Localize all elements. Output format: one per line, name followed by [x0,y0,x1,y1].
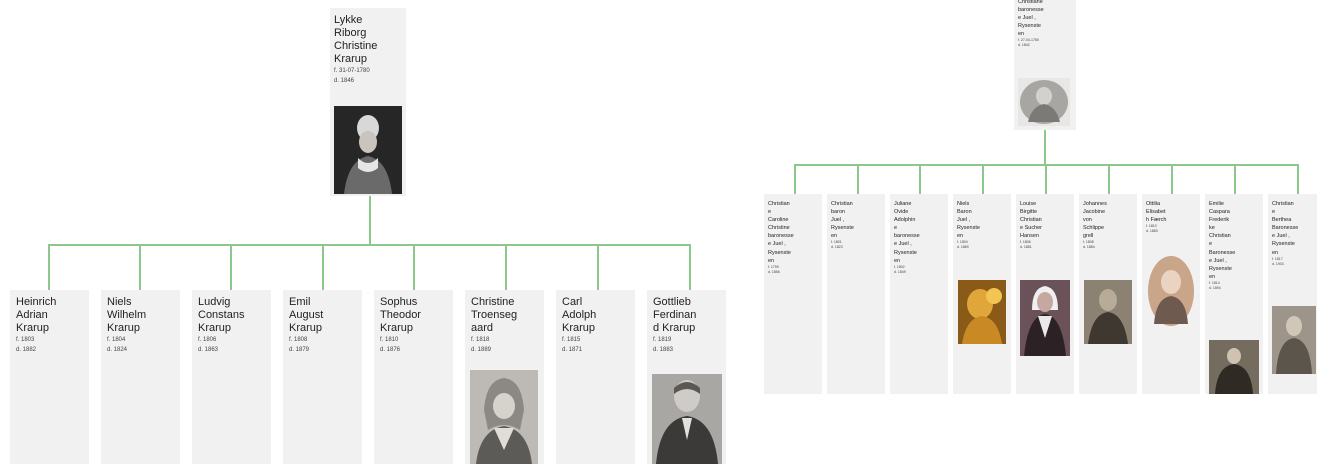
person-card-root[interactable]: Lykke Riborg Christine Krarup f. 31-07-1… [330,8,406,196]
person-dates: f. 1801 d. 1823 [831,240,843,250]
person-card[interactable]: Niels Wilhelm Krarup f. 1804 d. 1824 [101,290,180,464]
person-name: Carl Adolph Krarup [562,296,597,334]
person-name: Juliane Ovide Adolphin e baronesse e Jue… [894,201,920,264]
person-dates: f. 1815 d. 1871 [562,337,583,353]
connector-line [230,244,232,290]
portrait-image [334,106,402,194]
person-name: Sophus Theodor Krarup [380,296,421,334]
person-dates: f. 1802 d. 1849 [894,264,906,274]
portrait-image [1020,280,1070,356]
connector-line [794,164,796,194]
person-name: Lykke Riborg Christine Krarup [334,14,378,65]
connector-line [505,244,507,290]
person-card-root[interactable]: Christiane baronesse e Juel , Rysenste e… [1014,0,1076,130]
portrait-image [1084,280,1132,344]
person-dates: f. 1803 d. 1882 [16,337,37,353]
person-name: Niels Baron Juel , Rysenste en [957,201,980,240]
connector-line [1171,164,1173,194]
person-dates: f. 1810 d. 1883 [1146,224,1158,234]
person-name: Christine Troenseg aard [471,296,518,334]
person-name: Louise Birgitte Christian e Sucher Hanse… [1020,201,1043,240]
connector-line [1234,164,1236,194]
person-name: Christian e Caroline Christine baronesse… [768,201,794,264]
person-dates: f. 27-04-1780 d. 1842 [1018,38,1039,48]
person-name: Niels Wilhelm Krarup [107,296,147,334]
person-name: Ludvig Constans Krarup [198,296,245,334]
person-name: Ottilia Elisabet h Færch [1146,201,1167,224]
connector-line [1297,164,1299,194]
connector-line [48,244,50,290]
person-name: Emilie Caspara Frederik ke Christian e B… [1209,201,1236,280]
person-name: Heinrich Adrian Krarup [16,296,57,334]
connector-line [369,195,371,245]
person-dates: f. 1818 d. 1889 [471,337,492,353]
connector-line [1108,164,1110,194]
connector-line [413,244,415,290]
portrait-image [958,280,1006,344]
connector-line [689,244,691,290]
person-dates: f. 31-07-1780 d. 1846 [334,68,370,84]
portrait-image [1209,340,1259,394]
person-dates: f. 1806 d. 1881 [1020,240,1032,250]
person-name: Christian e Berthea Baronesse e Juel , R… [1272,201,1299,256]
person-dates: f. 1814 d. 1894 [1209,280,1221,290]
portrait-image [470,370,538,464]
person-name: Christiane baronesse e Juel , Rysenste e… [1018,0,1044,38]
person-dates: f. 1808 d. 1884 [1083,240,1095,250]
portrait-image [1272,306,1316,374]
person-name: Johannes Jacobine von Schlippe grell [1083,201,1107,240]
person-card[interactable]: Ludvig Constans Krarup f. 1806 d. 1863 [192,290,271,464]
connector-line [857,164,859,194]
person-card[interactable]: Johannes Jacobine von Schlippe grell f. … [1079,194,1137,394]
connector-line [48,244,690,246]
person-card[interactable]: Christine Troenseg aard f. 1818 d. 1889 [465,290,544,464]
person-dates: f. 1819 d. 1883 [653,337,674,353]
person-card[interactable]: Sophus Theodor Krarup f. 1810 d. 1876 [374,290,453,464]
connector-line [139,244,141,290]
portrait-image [1146,254,1196,328]
person-dates: f. 1804 d. 1869 [957,240,969,250]
person-card[interactable]: Emilie Caspara Frederik ke Christian e B… [1205,194,1263,394]
person-card[interactable]: Emil August Krarup f. 1808 d. 1879 [283,290,362,464]
connector-line [322,244,324,290]
portrait-image [652,374,722,464]
person-card[interactable]: Gottlieb Ferdinan d Krarup f. 1819 d. 18… [647,290,726,464]
person-card[interactable]: Carl Adolph Krarup f. 1815 d. 1871 [556,290,635,464]
person-dates: f. 1799 d. 1856 [768,264,780,274]
person-dates: f. 1808 d. 1879 [289,337,310,353]
person-card[interactable]: Juliane Ovide Adolphin e baronesse e Jue… [890,194,948,394]
person-card[interactable]: Christian e Berthea Baronesse e Juel , R… [1268,194,1317,394]
person-card[interactable]: Heinrich Adrian Krarup f. 1803 d. 1882 [10,290,89,464]
person-card[interactable]: Christian baron Juel , Rysenste en f. 18… [827,194,885,394]
person-dates: f. 1806 d. 1863 [198,337,219,353]
person-card[interactable]: Louise Birgitte Christian e Sucher Hanse… [1016,194,1074,394]
person-name: Christian baron Juel , Rysenste en [831,201,854,240]
connector-line [1044,130,1046,165]
person-name: Gottlieb Ferdinan d Krarup [653,296,697,334]
connector-line [1045,164,1047,194]
connector-line [982,164,984,194]
person-dates: f. 1810 d. 1876 [380,337,401,353]
connector-line [919,164,921,194]
person-name: Emil August Krarup [289,296,324,334]
person-dates: f. 1817 d. 1903 [1272,256,1284,266]
portrait-image [1018,78,1070,126]
person-dates: f. 1804 d. 1824 [107,337,128,353]
connector-line [597,244,599,290]
person-card[interactable]: Christian e Caroline Christine baronesse… [764,194,822,394]
person-card[interactable]: Ottilia Elisabet h Færch f. 1810 d. 1883 [1142,194,1200,394]
person-card[interactable]: Niels Baron Juel , Rysenste en f. 1804 d… [953,194,1011,394]
